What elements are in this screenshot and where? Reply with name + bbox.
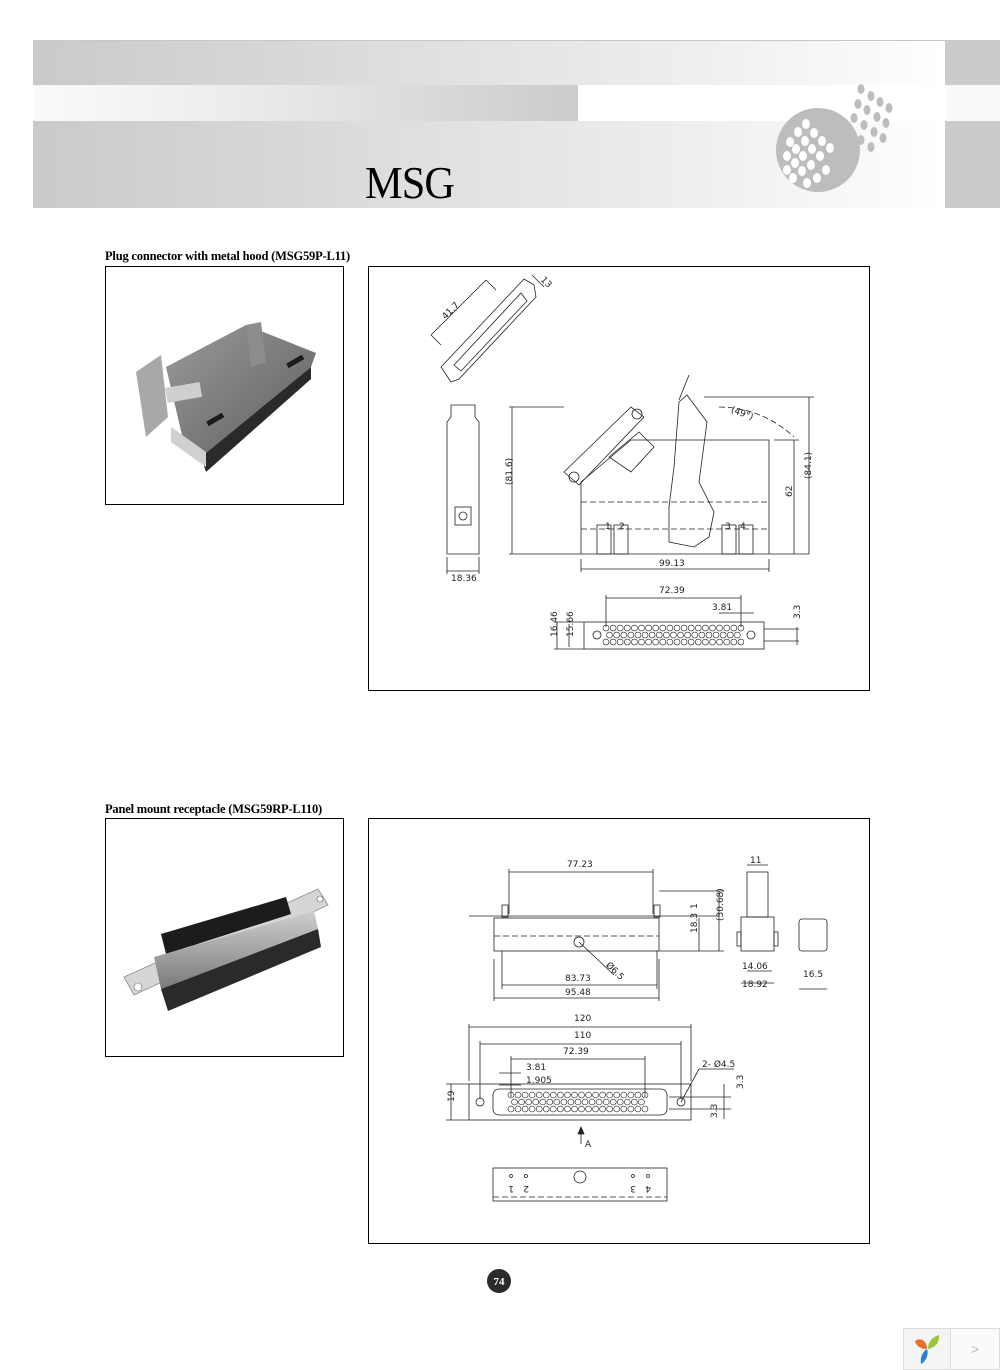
header-band-top — [33, 40, 945, 86]
panel-receptacle-technical-drawing: 77.23 1 18.3 (30.68) Ø6.5 83.73 95.48 11… — [446, 856, 828, 1202]
dim-mount-hole-spacing: 110 — [574, 1031, 591, 1041]
dim-top-span: 77.23 — [567, 860, 593, 870]
receptacle-front-pins — [507, 1091, 649, 1113]
next-page-button[interactable]: > — [951, 1329, 999, 1369]
receptacle-front-view — [446, 1024, 734, 1144]
page-number-badge: 74 — [487, 1269, 511, 1293]
viewer-nav-widget: > — [903, 1328, 1000, 1370]
section-caption-receptacle: Panel mount receptacle (MSG59RP-L110) — [105, 802, 322, 816]
header-band-edge-top — [945, 40, 1000, 86]
header-band-edge-bottom — [945, 121, 1000, 208]
photo-panel-receptacle — [105, 818, 344, 1057]
dim-overall-length: 120 — [574, 1014, 591, 1024]
dim-side-width: 18.36 — [451, 574, 477, 584]
dim-front-half-pitch: 1.905 — [526, 1076, 552, 1086]
dim-front-height: 19 — [447, 1090, 457, 1102]
header-band-edge-middle — [945, 85, 1000, 121]
terminal-label-1: 1 — [605, 522, 611, 532]
mating-face-pins — [602, 624, 745, 646]
mating-face-outline — [554, 595, 799, 650]
side-view-outline — [446, 404, 480, 574]
y-leaf-logo-icon[interactable] — [904, 1329, 951, 1369]
dim-front-angle: (49°) — [729, 406, 754, 423]
receptacle-cap-view — [798, 918, 828, 990]
dim-row-pitch-top: 3.3 — [736, 1075, 746, 1089]
bottom-terminal-label-2: 2 — [523, 1183, 529, 1193]
dim-end-outer-width: 18.92 — [742, 980, 768, 990]
dim-end-top-width: 11 — [750, 856, 761, 866]
connector-dots-logo-icon — [776, 84, 893, 192]
dim-end-inner-width: 14.06 — [742, 962, 768, 972]
top-view-outline — [430, 274, 545, 383]
dim-overall-height: (30.68) — [716, 888, 726, 921]
header-band-middle — [33, 85, 578, 121]
dim-top-length: 41.7 — [441, 301, 462, 322]
dim-outer-height: 16.46 — [550, 611, 560, 637]
dim-body-height: 18.3 — [690, 913, 700, 933]
dim-front-pitch: 3.81 — [526, 1063, 546, 1073]
terminal-label-4: 4 — [740, 522, 746, 532]
terminal-label-3: 3 — [725, 522, 731, 532]
plug-connector-technical-drawing: 41.7 13 18.36 — [430, 274, 814, 650]
bottom-terminal-label-4: 4 — [645, 1183, 651, 1193]
view-arrow-label: A — [585, 1140, 592, 1150]
dim-row-pitch: 3.3 — [793, 605, 803, 619]
section-caption-plug: Plug connector with metal hood (MSG59P-L… — [105, 249, 350, 263]
dim-front-width: 99.13 — [659, 559, 685, 569]
bottom-terminal-label-1: 1 — [508, 1183, 514, 1193]
page-title: MSG — [365, 157, 455, 208]
dim-side-height: (81.6) — [505, 458, 515, 485]
photo-plug-connector — [105, 266, 344, 505]
dim-inner-height: 15.66 — [566, 611, 576, 637]
dim-front-overall-height: (84.1) — [804, 452, 814, 479]
receptacle-side-view — [469, 869, 724, 1001]
terminal-label-2: 2 — [619, 522, 625, 532]
dim-pin-span: 72.39 — [659, 586, 685, 596]
dim-front-pin-span: 72.39 — [563, 1047, 589, 1057]
dim-row-pitch-bottom: 3.3 — [710, 1104, 720, 1118]
dim-cap-width: 16.5 — [803, 970, 823, 980]
drawing-panel-receptacle: 77.23 1 18.3 (30.68) Ø6.5 83.73 95.48 11… — [368, 818, 870, 1244]
front-view-outline — [509, 374, 814, 572]
dim-flange-thickness: 1 — [690, 903, 700, 909]
header-band-middle-right — [578, 85, 945, 121]
panel-receptacle-photo-illustration — [123, 888, 329, 1011]
dim-pin-pitch: 3.81 — [712, 603, 732, 613]
drawing-plug-connector: 41.7 13 18.36 — [368, 266, 870, 691]
dim-hole-diameter: Ø6.5 — [603, 960, 626, 983]
plug-connector-photo-illustration — [136, 322, 316, 472]
dim-inner-length: 83.73 — [565, 974, 591, 984]
dim-front-height: 62 — [785, 486, 795, 497]
bottom-terminal-label-3: 3 — [630, 1183, 636, 1193]
dim-outer-length: 95.48 — [565, 988, 591, 998]
dim-mount-holes: 2- Ø4.5 — [702, 1059, 735, 1070]
receptacle-bottom-view — [492, 1167, 668, 1202]
receptacle-end-view — [736, 864, 779, 984]
dim-top-width: 13 — [538, 275, 553, 290]
